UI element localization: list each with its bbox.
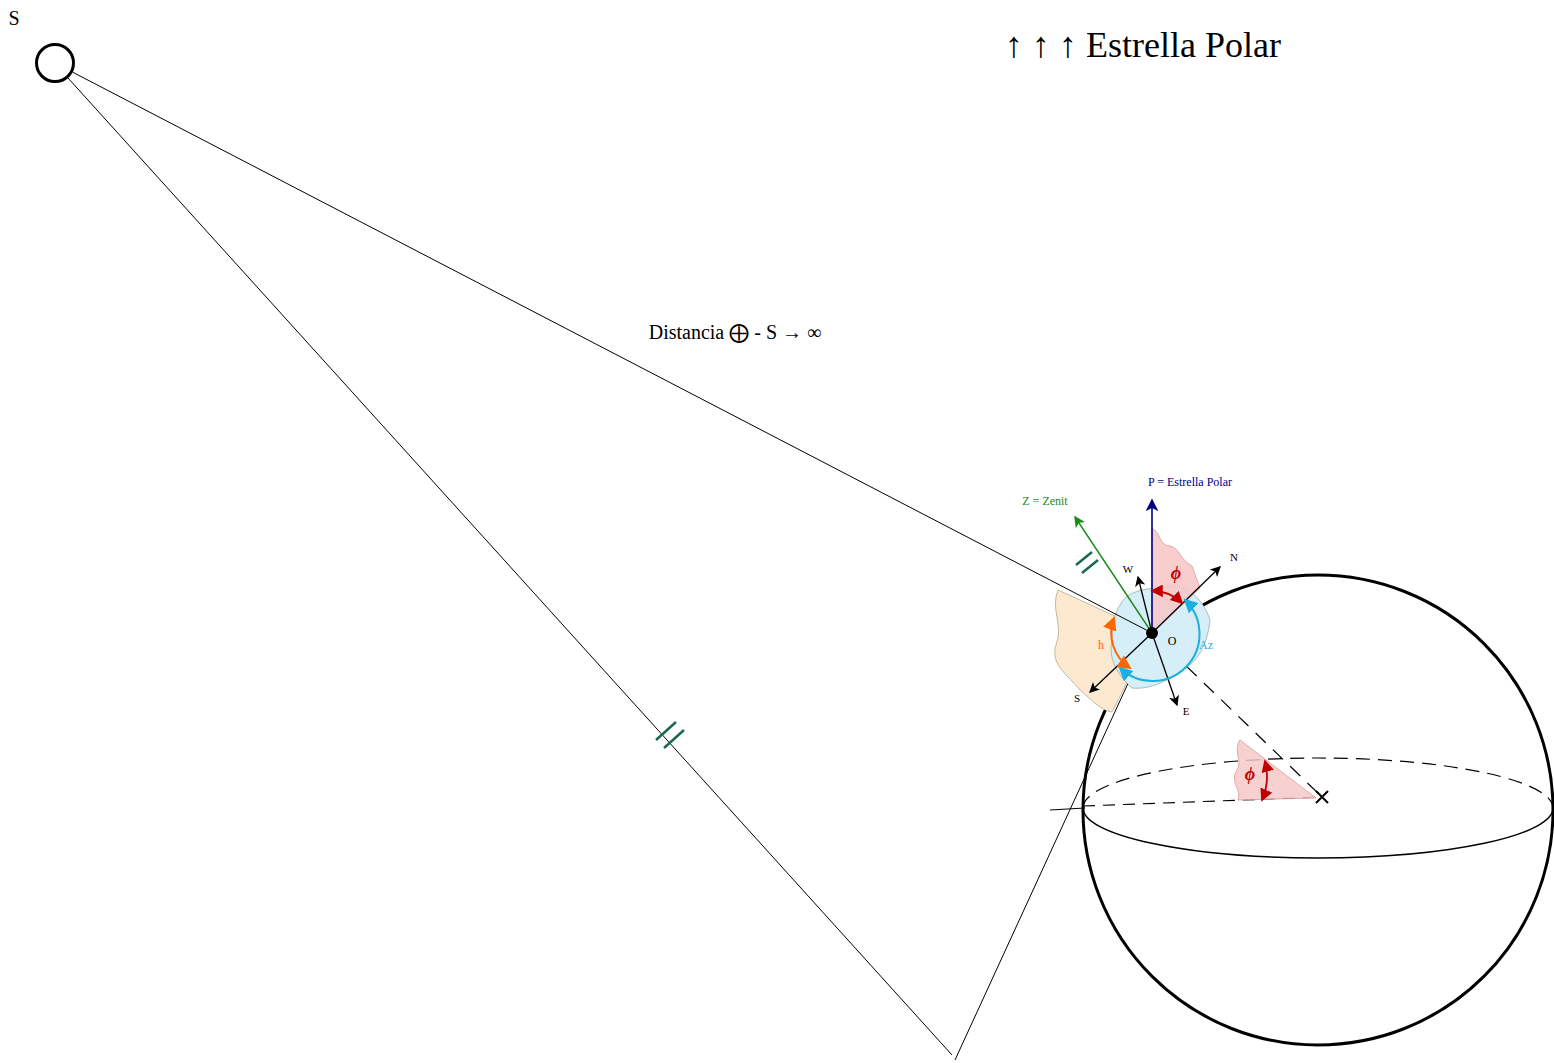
connector-line (73, 72, 1147, 630)
observer-dot (1146, 627, 1158, 639)
annotation-label: ϕ (1245, 765, 1255, 783)
annotation-label: h (1098, 639, 1104, 651)
annotation-label: S (1074, 693, 1080, 704)
annotation-label: Z = Zenit (1022, 495, 1067, 507)
annotation-label: ϕ (1171, 564, 1181, 582)
sun-circle (35, 43, 75, 83)
annotation-label: N (1230, 552, 1238, 563)
edge-label: Distancia ⨁ - S → ∞ (649, 322, 822, 342)
node-label: S (8, 8, 19, 28)
sight-line (73, 72, 1147, 630)
annotation-label: W (1123, 564, 1133, 575)
annotation-label: ↑ ↑ ↑ Estrella Polar (1005, 27, 1281, 63)
annotation-label: Az (1199, 639, 1213, 651)
annotation-label: E (1183, 706, 1190, 717)
annotation-label: P = Estrella Polar (1148, 476, 1232, 488)
node-label: O (1168, 635, 1177, 647)
